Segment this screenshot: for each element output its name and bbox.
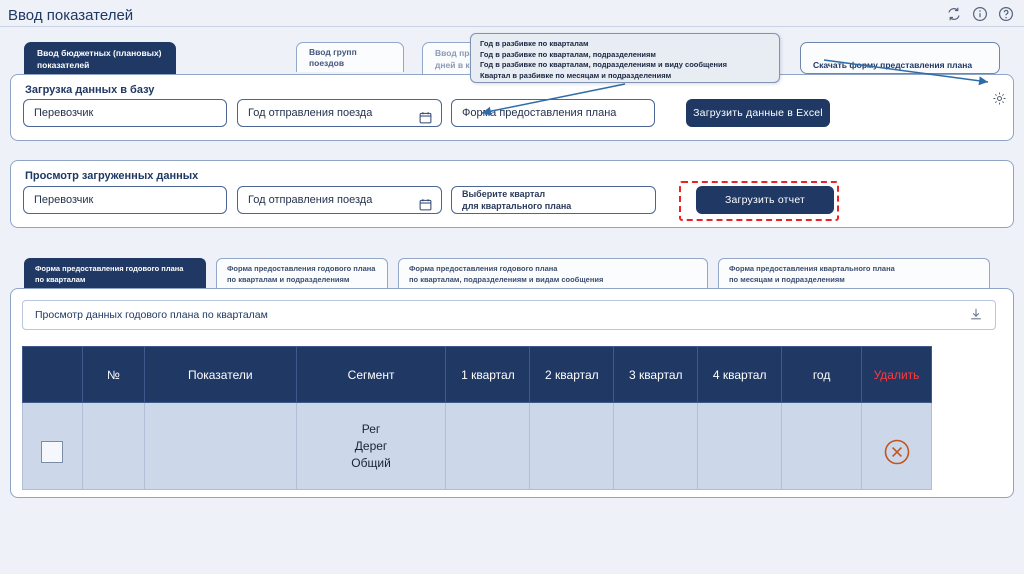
col-q2: 2 квартал [529, 346, 615, 403]
row-segment: Рег Дерег Общий [295, 402, 447, 490]
row-number [81, 402, 145, 490]
refresh-icon[interactable] [946, 6, 962, 22]
upload-year-text: Год отправления поезда [248, 107, 373, 119]
row-q3[interactable] [613, 402, 699, 490]
header-icon-group [946, 6, 1014, 22]
row-q4[interactable] [697, 402, 783, 490]
upload-form-field[interactable]: Форма предоставления плана [451, 99, 655, 127]
view-quarter-field[interactable]: Выберите квартал для квартального плана [451, 186, 656, 214]
tab-train-groups[interactable]: Ввод групп поездов [296, 42, 404, 72]
row-delete-cell[interactable] [861, 402, 932, 490]
form-tab-quarter-months-divisions[interactable]: Форма предоставления квартального плана … [718, 258, 990, 288]
row-q2[interactable] [529, 402, 615, 490]
download-template-button[interactable]: Скачать форму представления плана (шабло… [800, 42, 1000, 93]
form-options-dropdown[interactable]: Год в разбивке по кварталам Год в разбив… [470, 33, 780, 83]
help-icon[interactable] [998, 6, 1014, 22]
load-report-button[interactable]: Загрузить отчет [696, 186, 834, 214]
upload-panel-title: Загрузка данных в базу [25, 84, 155, 96]
tab-budget-indicators[interactable]: Ввод бюджетных (плановых) показателей [24, 42, 176, 74]
table-header-row: № Показатели Сегмент 1 квартал 2 квартал… [22, 346, 932, 403]
view-panel-title: Просмотр загруженных данных [25, 170, 199, 182]
dropdown-option-3[interactable]: Квартал в разбивке по месяцам и подразде… [480, 70, 672, 80]
row-year [781, 402, 863, 490]
table-row: Рег Дерег Общий [22, 402, 932, 490]
form-tab-year-quarters-divisions-traffic[interactable]: Форма предоставления годового плана по к… [398, 258, 708, 288]
plan-data-table: № Показатели Сегмент 1 квартал 2 квартал… [22, 346, 932, 490]
download-template-line1: Скачать форму представления плана [813, 59, 973, 70]
delete-circle-icon[interactable] [882, 439, 912, 470]
upload-excel-button[interactable]: Загрузить данные в Excel [686, 99, 830, 127]
row-select-cell[interactable] [22, 402, 83, 490]
col-segment: Сегмент [295, 346, 447, 403]
calendar-icon[interactable] [419, 186, 432, 214]
view-carrier-field[interactable]: Перевозчик [23, 186, 227, 214]
row-q1[interactable] [445, 402, 531, 490]
row-checkbox[interactable] [41, 441, 64, 463]
dropdown-option-1[interactable]: Год в разбивке по кварталам, подразделен… [480, 49, 656, 59]
upload-carrier-field[interactable]: Перевозчик [23, 99, 227, 127]
results-header-title: Просмотр данных годового плана по кварта… [35, 309, 268, 321]
col-delete: Удалить [861, 346, 932, 403]
dropdown-option-0[interactable]: Год в разбивке по кварталам [480, 39, 589, 48]
col-q1: 1 квартал [445, 346, 531, 403]
page-title: Ввод показателей [8, 7, 134, 24]
col-q3: 3 квартал [613, 346, 699, 403]
download-icon[interactable] [969, 307, 983, 324]
title-divider [0, 26, 1024, 27]
load-report-highlight [679, 181, 839, 221]
col-year: год [781, 346, 863, 403]
col-indicators: Показатели [143, 346, 297, 403]
view-year-text: Год отправления поезда [248, 194, 373, 206]
row-indicator [143, 402, 297, 490]
form-tab-year-quarters-divisions[interactable]: Форма предоставления годового плана по к… [216, 258, 388, 288]
upload-panel: Загрузка данных в базу Перевозчик Год от… [10, 74, 1014, 141]
settings-icon[interactable] [992, 91, 1007, 111]
dropdown-option-2[interactable]: Год в разбивке по кварталам, подразделен… [480, 60, 728, 70]
upload-year-field[interactable]: Год отправления поезда [237, 99, 442, 127]
form-tab-year-quarters[interactable]: Форма предоставления годового плана по к… [24, 258, 206, 288]
results-header-bar: Просмотр данных годового плана по кварта… [22, 300, 996, 330]
view-panel: Просмотр загруженных данных Перевозчик Г… [10, 160, 1014, 228]
calendar-icon[interactable] [419, 99, 432, 127]
col-select [22, 346, 83, 403]
col-q4: 4 квартал [697, 346, 783, 403]
view-year-field[interactable]: Год отправления поезда [237, 186, 442, 214]
info-icon[interactable] [972, 6, 988, 22]
col-number: № [81, 346, 145, 403]
